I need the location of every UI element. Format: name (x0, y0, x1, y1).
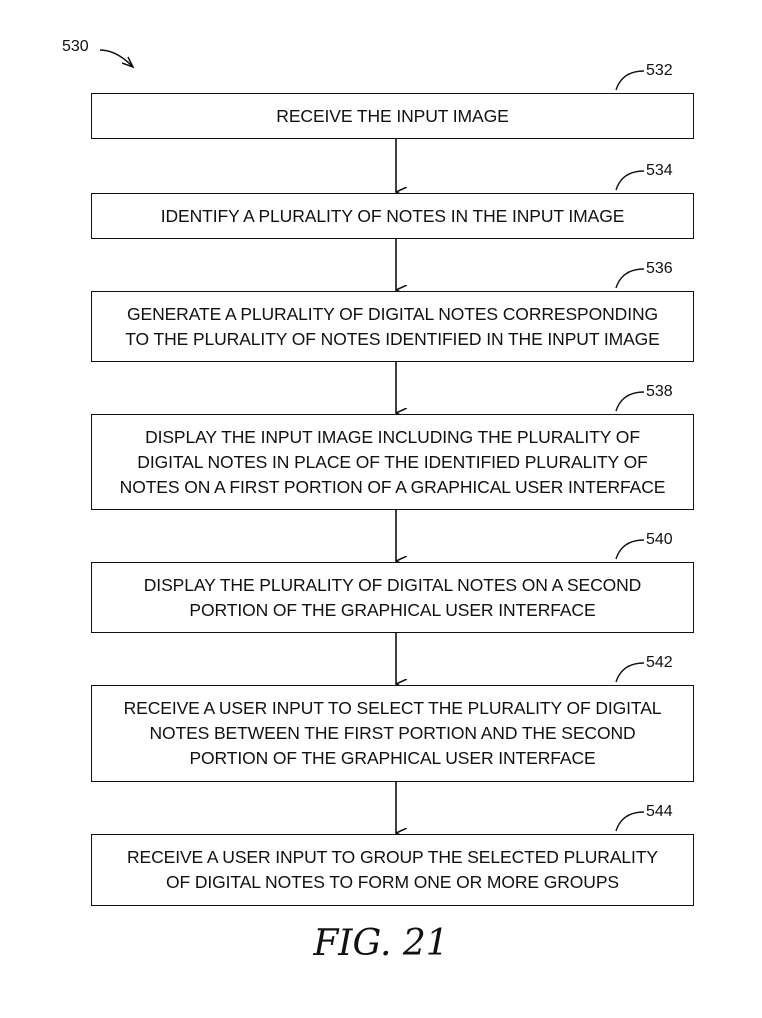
ref-leader-line (615, 539, 645, 560)
step-ref-540: 540 (646, 531, 673, 548)
step-ref-538: 538 (646, 383, 673, 400)
ref-leader-line (615, 391, 645, 412)
diagram-label-arrowhead (121, 56, 135, 69)
step-ref-544: 544 (646, 803, 673, 820)
ref-leader-line (615, 70, 645, 91)
step-ref-534: 534 (646, 162, 673, 179)
step-text-544: RECEIVE A USER INPUT TO GROUP THE SELECT… (127, 847, 658, 892)
step-ref-532: 532 (646, 62, 673, 79)
step-text-542: RECEIVE A USER INPUT TO SELECT THE PLURA… (123, 698, 662, 768)
step-text-532: RECEIVE THE INPUT IMAGE (276, 105, 509, 126)
step-text-540: DISPLAY THE PLURALITY OF DIGITAL NOTES O… (143, 574, 642, 620)
step-text-538: DISPLAY THE INPUT IMAGE INCLUDING THE PL… (119, 426, 666, 497)
figure-caption: FIG. 21 (313, 923, 449, 964)
diagram-label-arrow (99, 49, 133, 67)
step-box-536: GENERATE A PLURALITY OF DIGITAL NOTES CO… (91, 291, 694, 362)
step-ref-542: 542 (646, 654, 673, 671)
step-box-540: DISPLAY THE PLURALITY OF DIGITAL NOTES O… (91, 562, 694, 633)
diagram-label: 530 (62, 38, 89, 55)
step-box-534: IDENTIFY A PLURALITY OF NOTES IN THE INP… (91, 193, 694, 239)
step-box-538: DISPLAY THE INPUT IMAGE INCLUDING THE PL… (91, 414, 694, 510)
step-text-536: GENERATE A PLURALITY OF DIGITAL NOTES CO… (125, 303, 660, 349)
ref-leader-line (615, 662, 645, 683)
step-ref-536: 536 (646, 260, 673, 277)
step-text-534: IDENTIFY A PLURALITY OF NOTES IN THE INP… (160, 205, 625, 226)
ref-leader-line (615, 170, 645, 191)
ref-leader-line (615, 811, 645, 832)
ref-leader-line (615, 268, 645, 289)
step-box-544: RECEIVE A USER INPUT TO GROUP THE SELECT… (91, 834, 694, 906)
step-box-542: RECEIVE A USER INPUT TO SELECT THE PLURA… (91, 685, 694, 782)
step-box-532: RECEIVE THE INPUT IMAGE (91, 93, 694, 139)
ref-leaders (615, 70, 645, 832)
